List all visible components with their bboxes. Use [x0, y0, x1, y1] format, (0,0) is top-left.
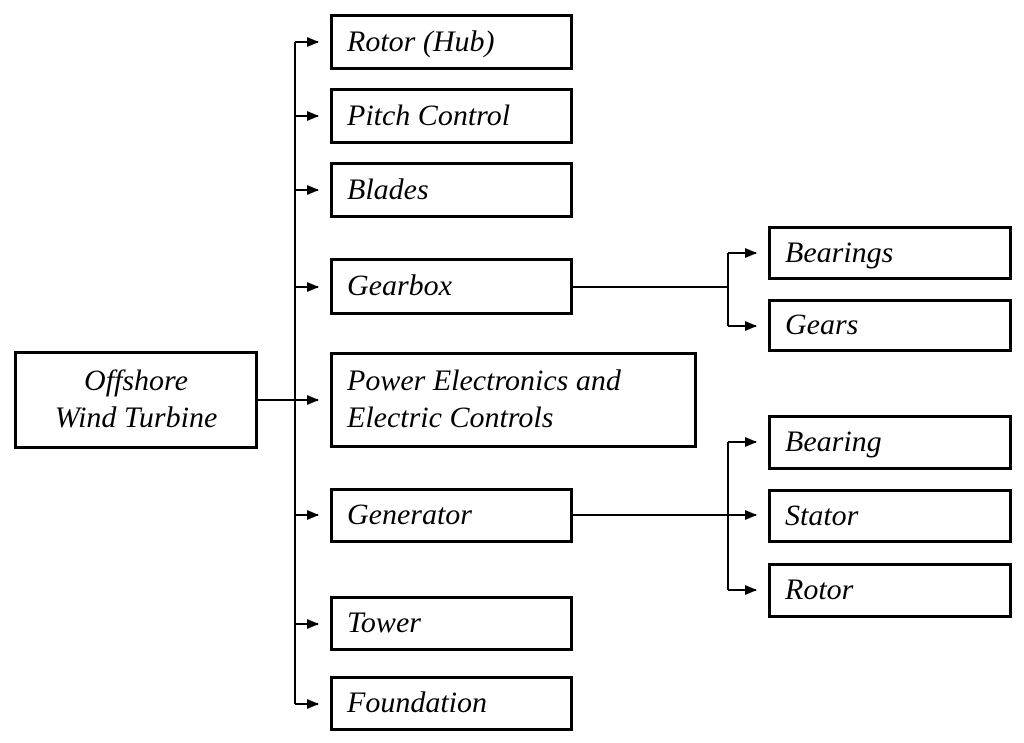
node-label: Tower: [347, 606, 421, 640]
root-label-line1: Offshore: [84, 364, 188, 398]
node-pitch-control: Pitch Control: [330, 88, 573, 144]
node-gears: Gears: [768, 299, 1012, 352]
node-label: Bearings: [785, 235, 894, 269]
node-label: Gearbox: [347, 269, 452, 303]
node-label: Rotor: [785, 573, 854, 607]
node-label: Generator: [347, 498, 472, 532]
node-bearings: Bearings: [768, 226, 1012, 280]
node-label: Pitch Control: [347, 98, 511, 132]
root-label-line2: Wind Turbine: [54, 401, 218, 434]
node-gearbox: Gearbox: [330, 258, 573, 315]
node-label: Bearing: [785, 425, 882, 459]
node-label: Gears: [785, 308, 859, 342]
node-rotor-hub: Rotor (Hub): [330, 14, 573, 70]
node-blades: Blades: [330, 162, 573, 218]
node-gen-bearing: Bearing: [768, 415, 1012, 470]
node-label: Rotor (Hub): [347, 24, 495, 58]
node-label: Foundation: [347, 686, 487, 720]
node-offshore-wind-turbine: Offshore Wind Turbine: [14, 351, 258, 449]
node-label: Stator: [785, 498, 859, 532]
node-tower: Tower: [330, 596, 573, 651]
node-label: Blades: [347, 172, 429, 206]
node-generator: Generator: [330, 488, 573, 543]
node-power-electronics: Power Electronics and Electric Controls: [330, 352, 697, 448]
node-foundation: Foundation: [330, 676, 573, 731]
node-gen-rotor: Rotor: [768, 563, 1012, 618]
node-label: Power Electronics and Electric Controls: [347, 364, 621, 434]
node-gen-stator: Stator: [768, 489, 1012, 543]
